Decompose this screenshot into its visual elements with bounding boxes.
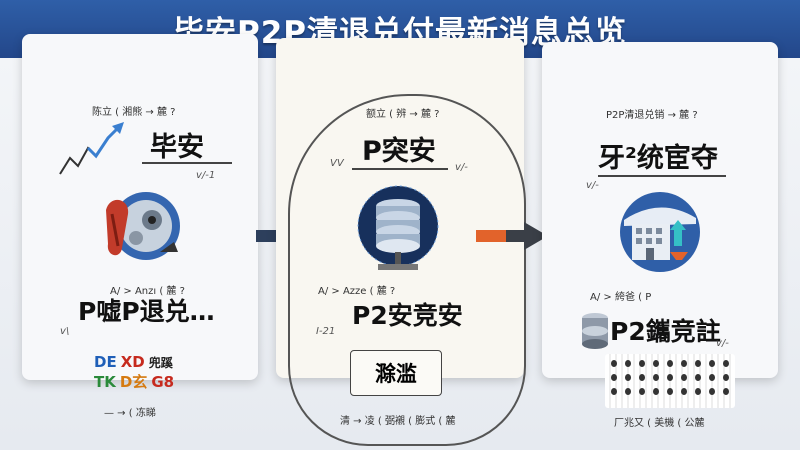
- tag: TK: [94, 373, 116, 391]
- building-icon: [620, 192, 700, 272]
- underline: [142, 162, 232, 164]
- card-3-bottom-label: 厂兆又 ( 美機 ( 公麓: [614, 418, 705, 429]
- card-1-sub-title: P嘘P退兑…: [78, 297, 215, 326]
- underline: [352, 168, 448, 170]
- flow-loop: [288, 94, 526, 446]
- card-2-box-label: 滁滥: [375, 362, 417, 386]
- tag: 兜蹊: [148, 356, 173, 370]
- database-server-icon: [357, 185, 439, 270]
- tag: XD: [120, 353, 145, 371]
- card-2-top-label: 额立 ( 辨 → 麓 ?: [366, 109, 440, 120]
- card-3-sub-title: P2鑴竞註: [610, 317, 721, 346]
- card-1-bottom-label: — → ( 冻睇: [104, 408, 156, 419]
- card-2-main-title: P突安: [362, 136, 436, 167]
- card-2-box: 滁滥: [350, 350, 442, 396]
- card-3-mid-label: A/ > 絝爸 ( P: [590, 292, 652, 303]
- card-3-top-label: P2P清退兑销 → 麓 ?: [606, 110, 698, 121]
- trend-arrow-icon: [59, 122, 124, 175]
- card-3-left-note: v/-: [586, 180, 599, 191]
- card-2-right-note: v/-: [455, 162, 468, 173]
- card-1-left-note: v\: [60, 326, 70, 337]
- card-3-right-note: v/-: [716, 338, 729, 349]
- card-1-side-note: v/-1: [196, 170, 216, 181]
- underline: [598, 175, 726, 177]
- tag: DE: [94, 353, 117, 371]
- card-1-mid-label: A/ > Anzı ( 麓 ?: [110, 286, 185, 297]
- card-1-top-label: 陈立 ( 湘熊 → 麓 ?: [92, 107, 176, 118]
- tag: G8: [151, 373, 175, 391]
- card-2-mid-label: A/ > Azze ( 麓 ?: [318, 286, 396, 297]
- card-2-left-note: VV: [330, 158, 344, 169]
- arrow-right-icon: [476, 222, 548, 250]
- database-icon: [582, 313, 608, 349]
- card-3-main-title: 牙²统宦夺: [598, 143, 718, 174]
- card-1-main-title: 毕安: [150, 132, 204, 163]
- pattern-grid: [605, 354, 735, 408]
- card-2-left-note-2: I-21: [316, 326, 336, 337]
- tag: D玄: [119, 373, 148, 391]
- card-2-sub-title: P2安竞安: [352, 301, 463, 330]
- card-2-bottom-label: 清 → 凌 ( 弼襯 ( 膨式 ( 麓: [340, 416, 456, 427]
- gear-icon: [106, 192, 180, 260]
